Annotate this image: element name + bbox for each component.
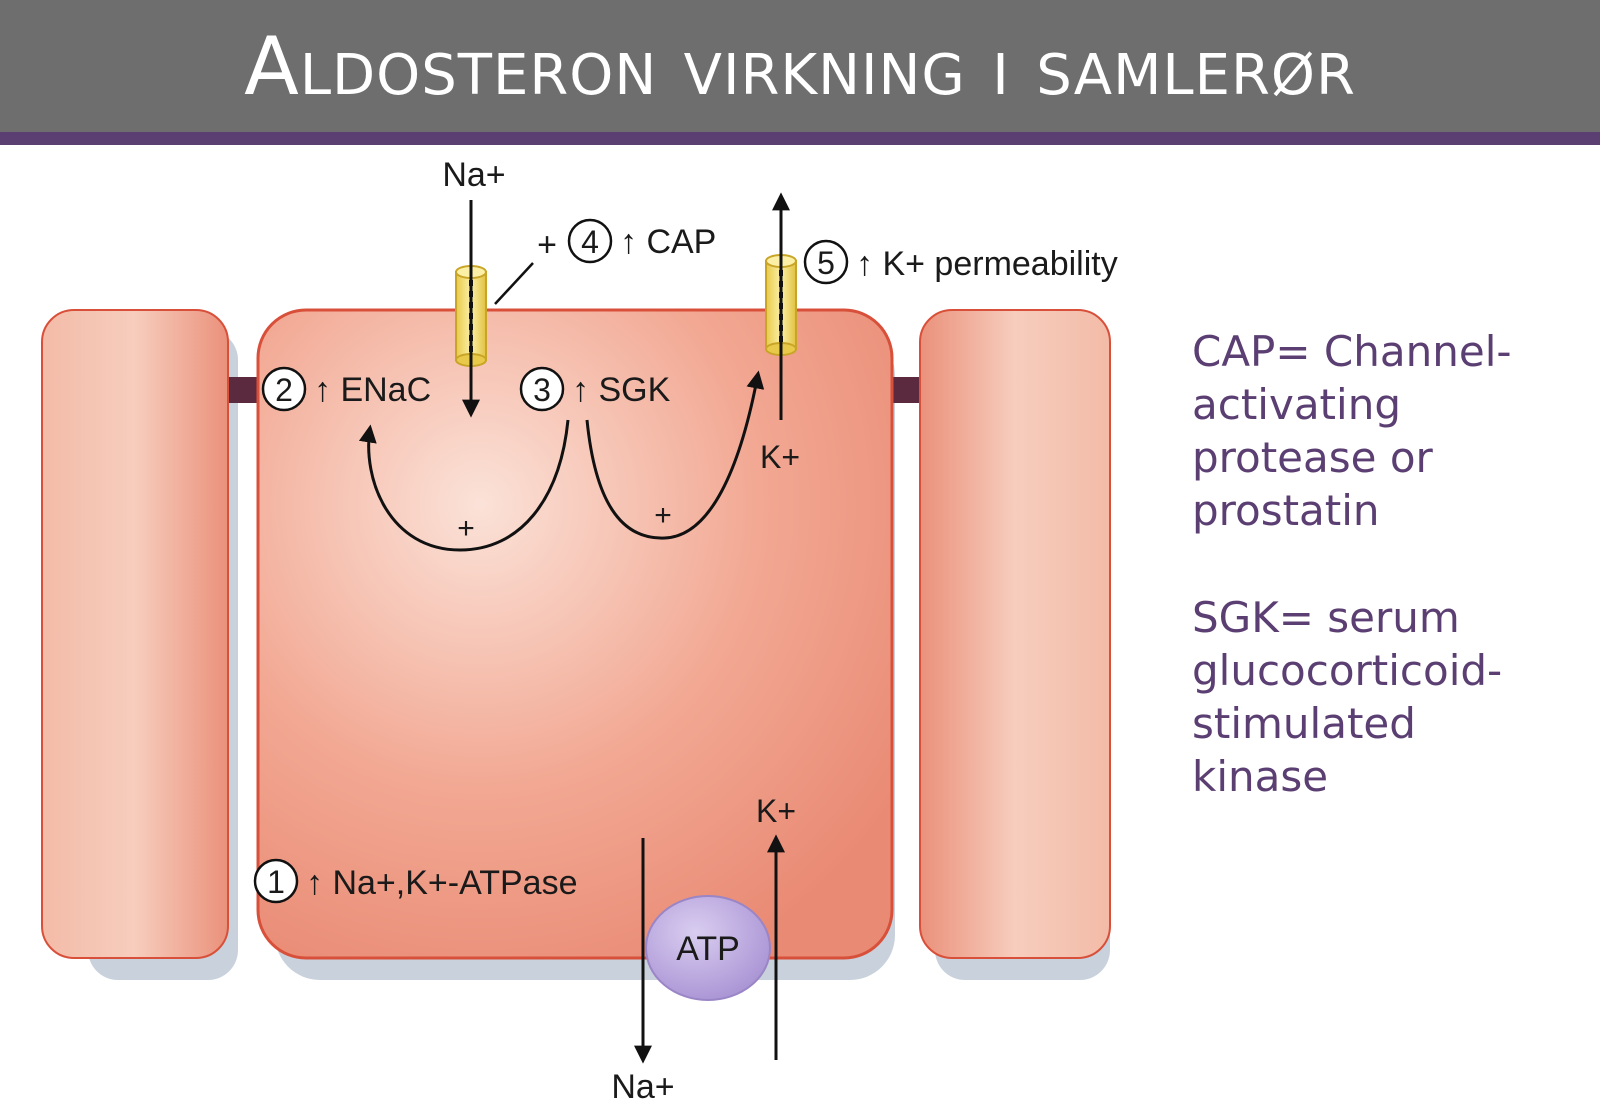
sgk-definition-line: stimulated — [1192, 699, 1416, 748]
title-underline-bar — [0, 132, 1600, 145]
slide-title-text: Aldosteron virkning i samlerør — [244, 19, 1356, 113]
sgk-definition-line: glucocorticoid- — [1192, 646, 1503, 695]
step-1-label: ↑ Na+,K+-ATPase — [306, 864, 578, 902]
step-2-number: 2 — [275, 372, 293, 408]
apical-k-label: K+ — [760, 439, 800, 475]
step-4-label: ↑ CAP — [620, 223, 716, 261]
step-4-number: 4 — [581, 224, 599, 260]
step-1-number: 1 — [267, 864, 285, 900]
sgk-definition: SGK= serum glucocorticoid- stimulated ki… — [1192, 591, 1592, 803]
step-5-number: 5 — [817, 245, 835, 281]
step-3-number: 3 — [533, 372, 551, 408]
basal-k-label: K+ — [756, 793, 796, 829]
cap-plus-sign: + — [537, 226, 557, 264]
sgk-definition-line: SGK= serum — [1192, 593, 1460, 642]
step-5-label: ↑ K+ permeability — [856, 245, 1118, 283]
cap-definition-line: protease or — [1192, 433, 1433, 482]
step-4-cap: 4 ↑ CAP — [567, 218, 716, 264]
sgk-to-enac-arrow — [358, 419, 570, 552]
cap-pointer-line — [494, 262, 534, 305]
step-5-k-permeability: 5 ↑ K+ permeability — [803, 239, 1118, 285]
sgk-to-k-channel-arrow — [585, 370, 765, 540]
step-3-sgk: 3 ↑ SGK — [519, 366, 671, 412]
right-neighbor-cell — [919, 309, 1111, 959]
cap-definition-line: prostatin — [1192, 486, 1380, 535]
step-2-label: ↑ ENaC — [314, 371, 431, 409]
sgk-k-plus: + — [654, 499, 672, 532]
slide-title: Aldosteron virkning i samlerør — [0, 0, 1600, 132]
cap-definition-line: CAP= Channel- — [1192, 327, 1512, 376]
atp-label: ATP — [676, 930, 740, 968]
sgk-definition-line: kinase — [1192, 752, 1329, 801]
top-na-label: Na+ — [442, 156, 505, 194]
bottom-na-label: Na+ — [611, 1068, 674, 1106]
sgk-enac-plus: + — [457, 512, 475, 545]
collecting-duct-diagram: Na+ + 4 ↑ CAP 5 ↑ K+ permeability 2 ↑ EN… — [41, 156, 1118, 1106]
cap-definition: CAP= Channel- activating protease or pro… — [1192, 325, 1592, 537]
atp-molecule — [645, 895, 771, 1001]
title-banner — [0, 0, 1600, 132]
left-neighbor-cell — [41, 309, 229, 959]
step-1-na-k-atpase: 1 ↑ Na+,K+-ATPase — [253, 858, 578, 904]
step-3-label: ↑ SGK — [572, 371, 671, 409]
principal-cell — [256, 308, 894, 960]
cap-definition-line: activating — [1192, 380, 1401, 429]
step-2-enac: 2 ↑ ENaC — [261, 366, 431, 412]
